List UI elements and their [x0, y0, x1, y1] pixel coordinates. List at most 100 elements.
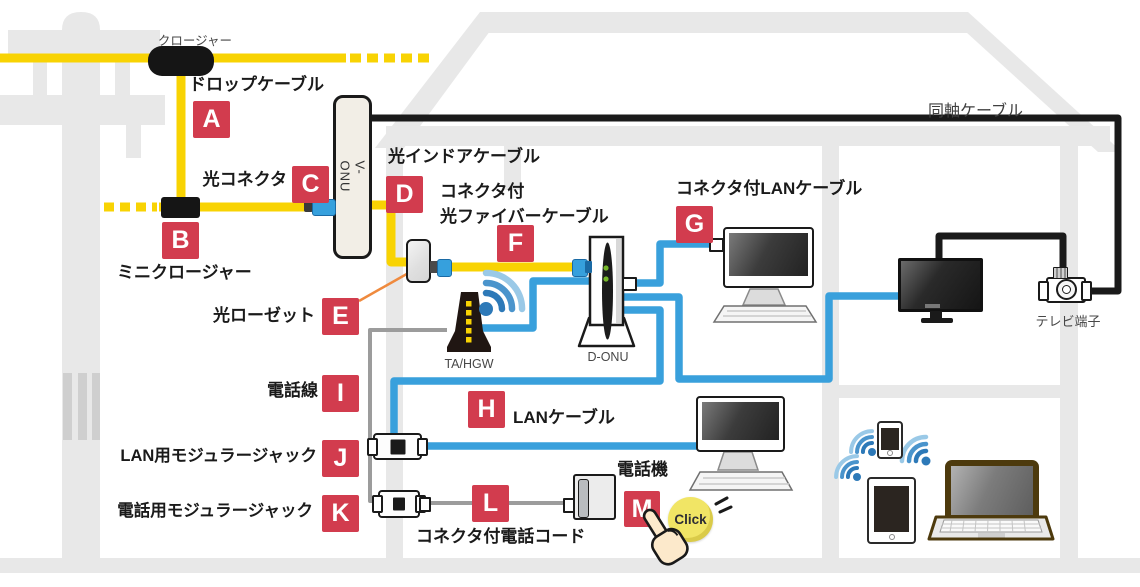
indoor-fiber-cable — [372, 200, 406, 267]
badge-l: L — [472, 485, 509, 522]
label-connector-phone-cord: コネクタ付電話コード — [416, 527, 586, 546]
tv-terminal-bracket-left — [1038, 281, 1049, 301]
hand-cursor-icon — [642, 508, 689, 566]
room-divider-beam — [839, 385, 1060, 398]
badge-a: A — [193, 101, 230, 138]
wifi-icon-tahgw — [479, 269, 526, 316]
telephone-line — [368, 328, 447, 503]
fiber-connector-left — [437, 259, 452, 277]
mini-closure-device — [161, 197, 200, 218]
tablet-device — [867, 477, 916, 544]
house-structure — [0, 12, 1140, 573]
optical-connector-ferrule — [304, 201, 313, 212]
wall-right — [1060, 146, 1078, 558]
label-telephone: 電話機 — [617, 460, 668, 479]
badge-c: C — [292, 166, 329, 203]
label-optical-rosette: 光ローゼット — [213, 306, 315, 325]
pole-insulator — [115, 58, 130, 98]
badge-k: K — [322, 495, 359, 532]
laptop-device — [945, 460, 1039, 517]
wifi-icon-smartphone — [849, 429, 876, 456]
label-connector-fiber-cable: コネクタ付 光ファイバーケーブル — [440, 182, 609, 226]
phone-modular-jack-device — [372, 490, 426, 518]
pc2-keyboard — [688, 471, 794, 491]
pole-insulator — [126, 125, 141, 158]
lan-cable-to-pc1 — [635, 240, 724, 287]
label-lan-modular-jack: LAN用モジュラージャック — [120, 447, 317, 465]
ceiling-beam — [386, 126, 1110, 146]
badge-d: D — [386, 176, 423, 213]
optical-rosette-device — [406, 239, 431, 283]
lan-connector-donu — [622, 277, 637, 291]
fiber-connector-tip — [585, 261, 592, 273]
d-onu-shading — [616, 239, 622, 323]
badge-j: J — [322, 440, 359, 477]
desktop-pc2-monitor — [696, 396, 785, 452]
pole-stripe — [63, 373, 72, 440]
d-onu-device — [577, 235, 636, 348]
label-indoor-cable: 光インドアケーブル — [388, 147, 540, 166]
ground-floor — [0, 558, 1140, 573]
d-onu-lens — [602, 242, 613, 340]
pole-stripe — [78, 373, 87, 440]
label-connector-lan-cable: コネクタ付LANケーブル — [676, 179, 863, 198]
badge-b: B — [162, 222, 199, 259]
telephone-device[interactable] — [573, 474, 616, 520]
click-button-label: Click — [674, 512, 707, 527]
computer-peripherals — [688, 288, 1055, 541]
badge-e: E — [322, 298, 359, 335]
lan-cable-to-jack — [390, 306, 664, 434]
tv-sensor-strip — [925, 304, 940, 308]
pc2-key-rows — [699, 477, 789, 485]
rosette-pointer-line — [358, 269, 413, 303]
pole-crossarm-lower — [0, 95, 165, 125]
pc1-key-rows — [723, 310, 811, 317]
closure-device — [148, 46, 214, 76]
badge-i: I — [322, 375, 359, 412]
pc2-stand — [716, 451, 760, 471]
laptop-keyboard — [939, 519, 1043, 533]
pc1-keyboard — [712, 305, 818, 323]
coax-to-tv — [935, 232, 1067, 276]
ta-hgw-label: TA/HGW — [444, 357, 494, 371]
smartphone-device — [877, 421, 903, 459]
ta-hgw-router — [447, 292, 491, 352]
hand-knuckle-line — [667, 529, 679, 536]
wifi-icon-tablet — [834, 454, 861, 481]
label-optical-connector: 光コネクタ — [202, 170, 287, 189]
tv-terminal-label: テレビ端子 — [1035, 314, 1101, 329]
roof-slope-left — [375, 12, 504, 148]
rosette-port — [430, 261, 438, 273]
label-telephone-line: 電話線 — [267, 381, 318, 400]
badge-f: F — [497, 225, 534, 262]
tv-terminal-top-port — [1053, 267, 1068, 279]
hand-palm — [650, 527, 689, 566]
coax-cable — [372, 114, 1122, 295]
lan-cable-to-tv — [623, 292, 900, 383]
wall-stub — [504, 146, 521, 190]
tv-stand-neck — [930, 311, 942, 319]
click-emphasis-marks — [714, 496, 733, 514]
d-onu-led — [603, 276, 609, 282]
label-phone-modular-jack: 電話用モジュラージャック — [117, 502, 313, 520]
pole-stripe — [92, 373, 100, 440]
label-mini-closure: ミニクロージャー — [117, 263, 252, 282]
label-lan-cable: LANケーブル — [513, 408, 615, 427]
badge-h: H — [468, 391, 505, 428]
phone-cord-connector — [419, 497, 431, 512]
ta-hgw-leds — [466, 301, 472, 343]
tv-device — [898, 258, 983, 312]
utility-pole — [62, 12, 100, 558]
v-onu-device: V-ONU — [333, 95, 372, 259]
label-drop-cable: ドロップケーブル — [189, 75, 324, 94]
d-onu-led — [603, 265, 609, 271]
pc1-stand — [741, 288, 787, 306]
wifi-icon-laptop — [899, 434, 931, 466]
coax-cable-label: 同軸ケーブル — [928, 103, 1024, 120]
tv-terminal-bracket-right — [1081, 281, 1092, 301]
laptop-keys — [941, 519, 1041, 533]
lan-tahgw-donu — [481, 277, 590, 332]
roof-ridge — [480, 12, 968, 33]
